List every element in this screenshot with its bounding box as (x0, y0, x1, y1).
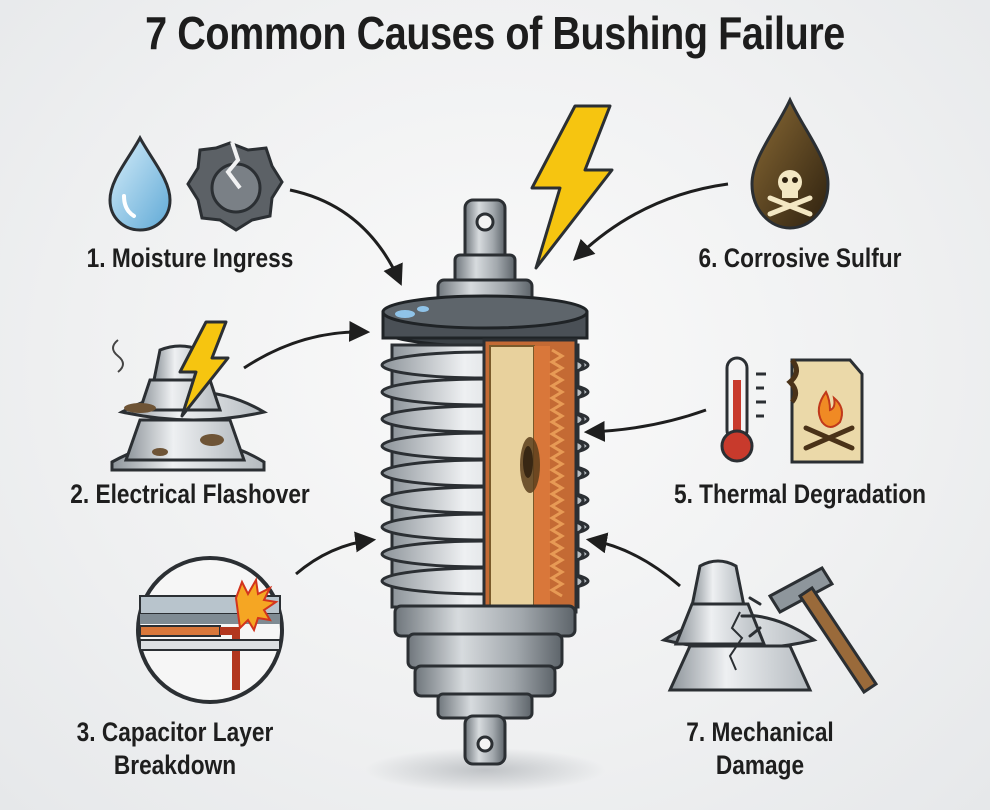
arrow-sulfur (572, 182, 729, 261)
burnt-paper-icon (786, 358, 864, 464)
page-title: 7 Common Causes of Bushing Failure (145, 7, 845, 59)
thermometer-icon (720, 356, 766, 463)
cause-label-capacitor-layer-breakdown: 3. Capacitor Layer Breakdown (62, 716, 289, 782)
cause-label-line: Damage (715, 750, 805, 780)
water-drop-icon (108, 134, 172, 232)
pointer-arrows (243, 182, 729, 588)
arrow-thermal (583, 408, 707, 442)
cause-label-line: 3. Capacitor Layer (76, 717, 274, 747)
cause-label-thermal-degradation: 5. Thermal Degradation (673, 479, 927, 509)
bushing-cutaway-illustration (365, 198, 605, 792)
arrow-flashover (243, 320, 371, 370)
arrow-capacitor (295, 531, 377, 576)
cracked-gasket-icon (186, 141, 284, 232)
lightning-bolt-icon (530, 104, 614, 270)
cause-label-electrical-flashover: 2. Electrical Flashover (70, 479, 310, 509)
cause-label-line: Breakdown (113, 750, 237, 780)
cause-label-mechanical-damage: 7. Mechanical Damage (659, 716, 861, 782)
arrow-moisture (289, 188, 403, 286)
cause-label-line: 7. Mechanical (686, 717, 834, 747)
flashover-insulator-icon (110, 320, 269, 472)
cause-label-corrosive-sulfur: 6. Corrosive Sulfur (698, 243, 902, 273)
capacitor-layer-breakdown-icon (136, 556, 284, 704)
hammer-icon (740, 566, 879, 695)
cracked-insulator-icon (660, 559, 818, 692)
toxic-oil-drop-icon (750, 96, 830, 230)
cause-label-moisture-ingress: 1. Moisture Ingress (86, 243, 294, 273)
arrow-mechanical (585, 532, 681, 588)
